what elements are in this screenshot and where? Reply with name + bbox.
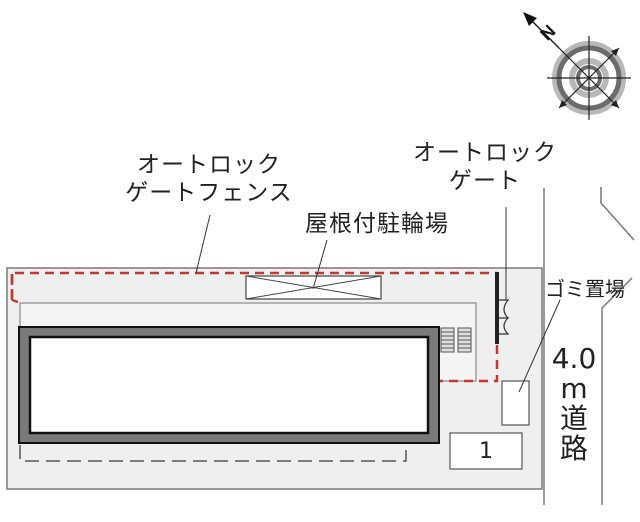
label-autolock-gate-line2: ゲート	[449, 168, 521, 194]
svg-text:N: N	[536, 21, 559, 44]
parking-space-number: 1	[479, 438, 493, 464]
label-autolock-gate-line1: オートロック	[413, 140, 557, 166]
road-width-unit: m	[560, 372, 588, 405]
leader-line-garbage	[518, 299, 561, 393]
building-interior	[28, 335, 430, 435]
road-edge-right-upper	[600, 187, 635, 241]
north-arrow-compass-icon: N	[523, 12, 631, 120]
balcony-dashed-line	[19, 445, 407, 462]
stairs	[440, 327, 472, 353]
label-autolock-fence: オートロック ゲートフェンス	[104, 151, 314, 207]
parking-space-1	[449, 432, 523, 470]
label-autolock-fence-line1: オートロック	[137, 152, 281, 178]
leader-line-bicycle	[312, 239, 328, 290]
garbage-area	[501, 380, 530, 426]
road-edge-right-lower	[601, 277, 633, 505]
road-name-2: 路	[559, 432, 588, 465]
label-covered-bicycle-parking: 屋根付駐輪場	[305, 211, 449, 237]
label-road: 4.0 m 道 路	[550, 344, 598, 464]
label-autolock-fence-line2: ゲートフェンス	[125, 180, 293, 206]
label-autolock-gate: オートロック ゲート	[400, 139, 570, 195]
autolock-gate	[495, 272, 510, 344]
leader-line-fence	[195, 214, 211, 274]
road-name-1: 道	[559, 402, 588, 435]
road-width: 4.0	[551, 342, 597, 375]
label-garbage-area: ゴミ置場	[545, 277, 625, 301]
